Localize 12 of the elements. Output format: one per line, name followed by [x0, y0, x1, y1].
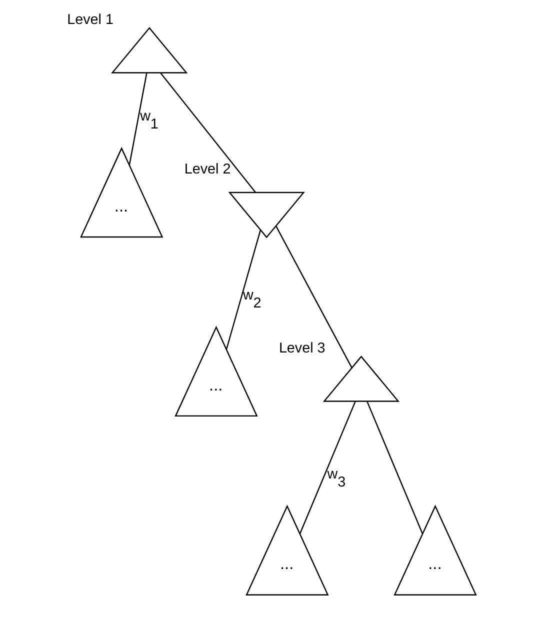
connector — [366, 401, 424, 534]
connector — [128, 72, 148, 166]
node-triangle — [322, 356, 400, 402]
connector — [160, 72, 256, 193]
node-triangle — [228, 192, 305, 238]
node-label: Level 1 — [67, 12, 114, 28]
connector — [226, 230, 262, 350]
connector — [299, 401, 356, 534]
node-triangle — [111, 27, 188, 74]
connector — [276, 226, 352, 368]
node-label: Level 3 — [278, 340, 326, 357]
node-label: Level 2 — [184, 162, 231, 178]
